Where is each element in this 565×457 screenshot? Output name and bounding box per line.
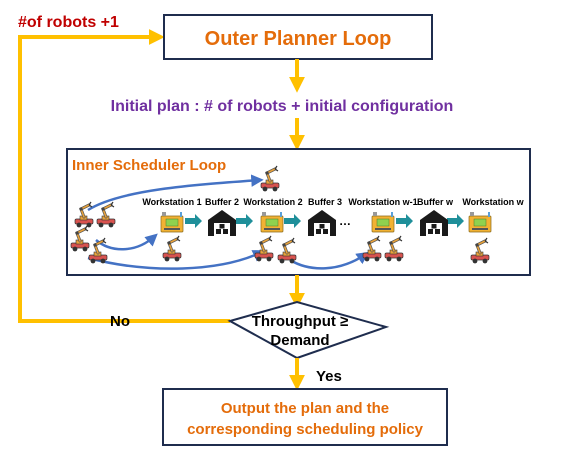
robots-increment-label: #of robots +1 — [18, 14, 119, 31]
inner-scheduler-box — [66, 148, 531, 276]
decision-diamond — [227, 300, 390, 360]
buffer-2-label: Buffer 2 — [205, 197, 239, 207]
workstation-2-label: Workstation 2 — [243, 197, 302, 207]
station-flow-arrows — [185, 214, 464, 228]
workstation-w-label: Workstation w — [462, 197, 524, 207]
decision-line-2: Demand — [270, 332, 329, 349]
no-label: No — [110, 313, 130, 330]
route-arrow-top — [87, 174, 264, 212]
buffer-3-label: Buffer 3 — [308, 197, 342, 207]
route-arrow-ws2 — [87, 250, 266, 270]
buffer-w-label: Buffer w — [417, 197, 454, 207]
outer-planner-label: Outer Planner Loop — [205, 28, 392, 50]
initial-plan-label: Initial plan : # of robots + initial con… — [111, 98, 454, 115]
yes-label: Yes — [316, 368, 342, 385]
inner-scheduler-label: Inner Scheduler Loop — [72, 157, 226, 174]
decision-line-1: Throughput ≥ — [252, 313, 349, 330]
route-arrow-wsw1 — [289, 251, 370, 270]
workstation-1-label: Workstation 1 — [142, 197, 201, 207]
output-line-1: Output the plan and the — [221, 400, 389, 417]
workstation-w-minus-1-label: Workstation w-1 — [348, 197, 417, 207]
ellipsis-label: … — [339, 214, 351, 228]
output-line-2: corresponding scheduling policy — [187, 421, 424, 438]
output-box — [162, 388, 448, 446]
feedback-loop-arrow — [18, 29, 230, 323]
